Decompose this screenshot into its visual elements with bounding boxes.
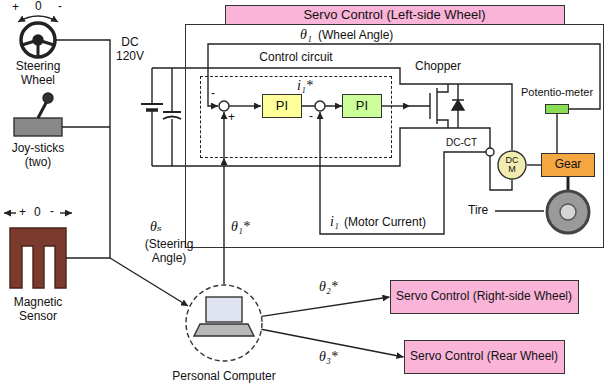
signal-name: θₛ bbox=[150, 219, 162, 235]
battery-plate bbox=[146, 108, 158, 112]
current-transducer bbox=[486, 148, 494, 156]
mosfet-symbol bbox=[410, 84, 466, 128]
node-text: Servo Control (Right-side Wheel) bbox=[396, 290, 572, 304]
signal-name: θ₁* bbox=[230, 219, 251, 235]
node-text: PI bbox=[276, 99, 288, 114]
node-text: Chopper bbox=[415, 60, 461, 74]
device-label: Steering Wheel bbox=[3, 60, 73, 88]
dc-motor: DC M bbox=[497, 150, 527, 180]
supply-wire bbox=[151, 68, 152, 166]
sign-label: - bbox=[50, 205, 54, 219]
sign-label: 0 bbox=[34, 206, 41, 220]
laptop-screen bbox=[206, 297, 242, 322]
error-wire bbox=[229, 105, 261, 106]
joystick-base bbox=[14, 118, 62, 136]
sign-label: + bbox=[12, 1, 19, 15]
pi-controller: PI bbox=[342, 94, 382, 118]
magnetic-sensor bbox=[10, 228, 66, 288]
potentiometer-body bbox=[545, 104, 569, 114]
steering-wheel bbox=[21, 23, 55, 57]
signal-name: i₁ bbox=[330, 214, 339, 230]
battery-plate bbox=[141, 103, 163, 105]
leader-line bbox=[495, 210, 544, 211]
sensor-label: DC-CT bbox=[446, 137, 477, 149]
diode-symbol bbox=[452, 100, 464, 110]
joystick-stick bbox=[38, 101, 47, 118]
dc-bus bbox=[152, 68, 410, 166]
device-label: Magnetic Sensor bbox=[1, 296, 75, 324]
shaft bbox=[567, 177, 570, 190]
signal-description: (Motor Current) bbox=[344, 216, 426, 230]
joystick-knob bbox=[43, 93, 53, 103]
node-text: Gear bbox=[555, 158, 582, 172]
sign-label: - bbox=[309, 110, 313, 124]
steering-angle-wire bbox=[110, 258, 188, 306]
pi-controller: PI bbox=[262, 94, 302, 118]
signal-name: θ₂* bbox=[318, 279, 339, 295]
connector bbox=[527, 164, 541, 165]
servo-control-frame: Servo Control (Left-side Wheel)Control c… bbox=[185, 24, 604, 248]
servo-control-box: Servo Control (Rear Wheel) bbox=[404, 340, 565, 374]
signal-description: (Wheel Angle) bbox=[318, 29, 393, 43]
tire-hub bbox=[560, 204, 576, 220]
signal-description: (Steering Angle) bbox=[132, 238, 206, 266]
tire bbox=[547, 191, 589, 233]
connector bbox=[382, 105, 410, 106]
node-text: Servo Control (Rear Wheel) bbox=[410, 350, 558, 364]
signal-name: θ₃* bbox=[318, 349, 339, 365]
wheel-hub bbox=[33, 35, 43, 45]
laptop-keyboard bbox=[194, 324, 254, 336]
gear: Gear bbox=[541, 153, 595, 177]
direction-arrow bbox=[60, 212, 72, 213]
computer-outline bbox=[185, 284, 263, 362]
node-text: Personal Computer bbox=[172, 370, 275, 384]
capacitor-symbol bbox=[163, 112, 181, 119]
signal-name: i₁* bbox=[297, 78, 313, 94]
potentiometer: Potentio-meter bbox=[515, 86, 600, 114]
diode-symbol bbox=[452, 84, 464, 128]
rotation-arrow bbox=[18, 16, 58, 22]
sign-label: - bbox=[58, 0, 62, 14]
signal-name: θ₁ bbox=[300, 27, 312, 43]
summing-junction bbox=[315, 101, 325, 111]
direction-arrow bbox=[4, 212, 16, 213]
summing-junction bbox=[219, 101, 229, 111]
personal-computer: Personal Computer bbox=[162, 284, 286, 384]
node-text: PI bbox=[356, 99, 368, 114]
sign-label: + bbox=[228, 111, 235, 125]
reference-wire bbox=[223, 112, 224, 158]
connector bbox=[223, 158, 224, 284]
outline bbox=[498, 151, 526, 179]
supply-label: DC 120V bbox=[109, 36, 151, 64]
outline bbox=[186, 285, 262, 361]
sign-label: 0 bbox=[35, 0, 42, 14]
connector bbox=[556, 114, 557, 153]
part-label: Tire bbox=[468, 204, 488, 218]
servo-control-box: Servo Control (Right-side Wheel) bbox=[390, 280, 579, 314]
node-text: Potentio-meter bbox=[521, 86, 593, 99]
connector bbox=[262, 297, 390, 316]
current-feedback-wire bbox=[320, 112, 486, 234]
sign-label: + bbox=[19, 206, 26, 220]
node-text: DC M bbox=[504, 156, 519, 175]
sign-label: - bbox=[211, 87, 215, 101]
node-text: Control circuit bbox=[256, 51, 335, 65]
chopper: Chopper bbox=[410, 60, 466, 136]
node-text: Servo Control (Left-side Wheel) bbox=[225, 5, 565, 25]
device-label: Joy-sticks (two) bbox=[1, 142, 75, 170]
